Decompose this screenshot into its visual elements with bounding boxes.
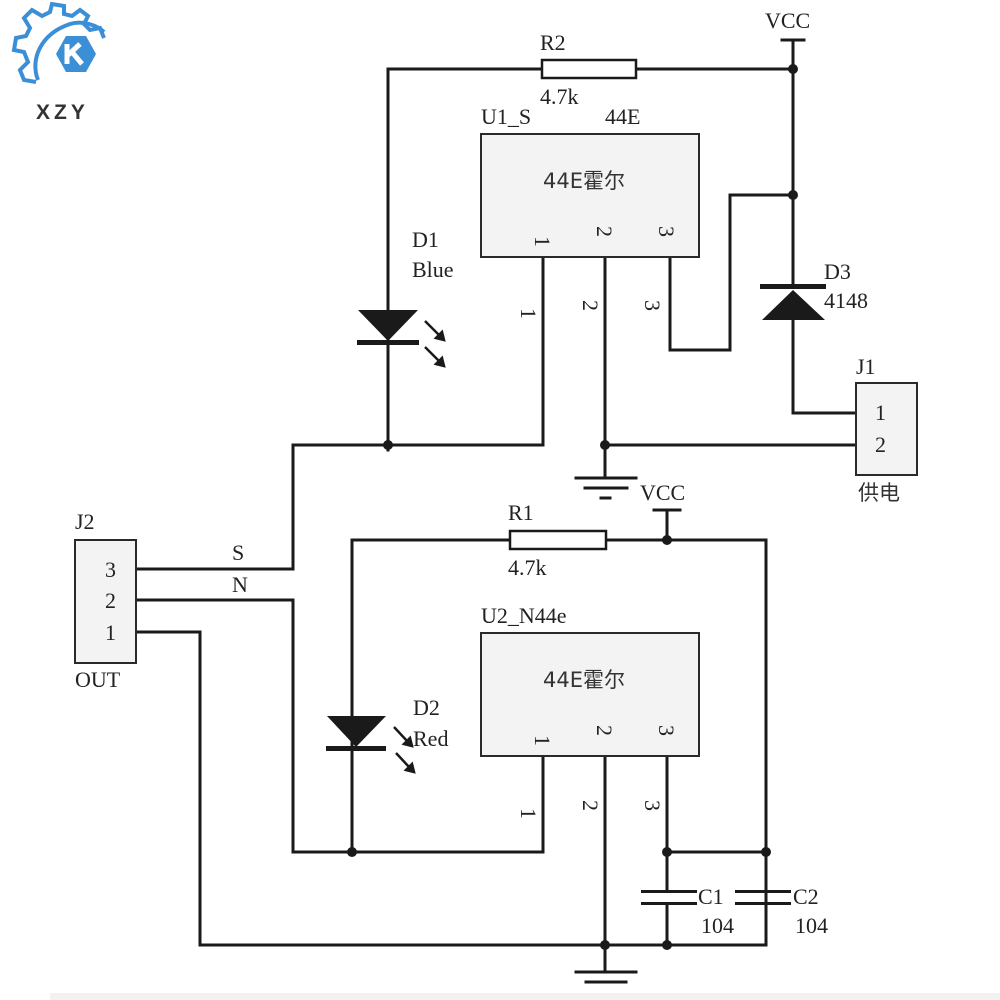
light-emission-arrows-icon xyxy=(393,726,416,774)
diode-triangle-icon xyxy=(762,290,825,320)
company-logo: XZY xyxy=(11,1,106,124)
r1-value: 4.7k xyxy=(508,555,547,580)
led-d1[interactable]: D1 Blue xyxy=(357,227,454,368)
hexagon-k-icon xyxy=(56,36,96,72)
led-d2[interactable]: D2 Red xyxy=(326,695,448,774)
vcc-bottom-label: VCC xyxy=(640,480,685,505)
u1-ref: U1_S xyxy=(481,104,531,129)
d2-ref: D2 xyxy=(413,695,440,720)
u1-part: 44E xyxy=(605,104,640,129)
u1-pin3-outer: 3 xyxy=(640,300,665,311)
capacitor-c1[interactable]: C1 104 xyxy=(641,884,734,938)
diode-d3[interactable]: D3 4148 xyxy=(760,259,868,320)
gear-icon xyxy=(11,1,106,84)
bottom-strip xyxy=(50,993,1000,1000)
j1-caption: 供电 xyxy=(858,481,900,505)
c1-value: 104 xyxy=(701,913,734,938)
hall-sensor-u2[interactable]: U2_N44e 44E霍尔 1 2 3 1 2 3 xyxy=(480,603,700,819)
led-triangle-icon xyxy=(327,716,386,747)
hall-sensor-u1[interactable]: U1_S 44E 44E霍尔 1 2 3 1 2 3 xyxy=(480,104,700,319)
r1-ref: R1 xyxy=(508,500,534,525)
j2-pin2: 2 xyxy=(105,588,116,613)
j1-pin2: 2 xyxy=(875,432,886,457)
resistor-r2[interactable]: R2 4.7k xyxy=(540,30,638,109)
u1-pin1-inner: 1 xyxy=(530,236,555,247)
j2-pin3: 3 xyxy=(105,557,116,582)
r2-ref: R2 xyxy=(540,30,566,55)
net-label-n: N xyxy=(232,572,248,597)
d1-value: Blue xyxy=(412,257,454,282)
resistor-r1[interactable]: R1 4.7k xyxy=(508,500,608,580)
u2-pin2-outer: 2 xyxy=(578,800,603,811)
u1-pin1-outer: 1 xyxy=(516,308,541,319)
c2-ref: C2 xyxy=(793,884,819,909)
connector-j1[interactable]: J1 1 2 供电 xyxy=(855,354,918,505)
led-triangle-icon xyxy=(358,310,418,341)
u2-pin3-outer: 3 xyxy=(640,800,665,811)
j1-pin1: 1 xyxy=(875,400,886,425)
wires-top xyxy=(291,38,858,570)
net-label-s: S xyxy=(232,540,244,565)
logo-text: XZY xyxy=(36,101,89,124)
junction-dots xyxy=(347,64,798,950)
u2-ref: U2_N44e xyxy=(481,603,567,628)
u2-pin1-inner: 1 xyxy=(530,735,555,746)
u2-pin3-inner: 3 xyxy=(654,725,679,736)
wires-bottom xyxy=(135,508,768,984)
d3-value: 4148 xyxy=(824,288,868,313)
d1-ref: D1 xyxy=(412,227,439,252)
r2-value: 4.7k xyxy=(540,84,579,109)
connector-j2[interactable]: J2 3 2 1 OUT xyxy=(74,509,137,692)
d2-value: Red xyxy=(413,726,448,751)
c2-value: 104 xyxy=(795,913,828,938)
c1-ref: C1 xyxy=(698,884,724,909)
u1-pin3-inner: 3 xyxy=(654,226,679,237)
u2-pin1-outer: 1 xyxy=(516,808,541,819)
capacitor-c2[interactable]: C2 104 xyxy=(735,884,828,938)
j2-pin1: 1 xyxy=(105,620,116,645)
j2-caption: OUT xyxy=(75,667,121,692)
j2-ref: J2 xyxy=(75,509,95,534)
vcc-top-label: VCC xyxy=(765,8,810,33)
u1-body-label: 44E霍尔 xyxy=(543,169,625,193)
d3-ref: D3 xyxy=(824,259,851,284)
light-emission-arrows-icon xyxy=(424,320,446,368)
u2-pin2-inner: 2 xyxy=(592,725,617,736)
u2-body-label: 44E霍尔 xyxy=(543,668,625,692)
j1-ref: J1 xyxy=(856,354,876,379)
u1-pin2-outer: 2 xyxy=(578,300,603,311)
u1-pin2-inner: 2 xyxy=(592,226,617,237)
